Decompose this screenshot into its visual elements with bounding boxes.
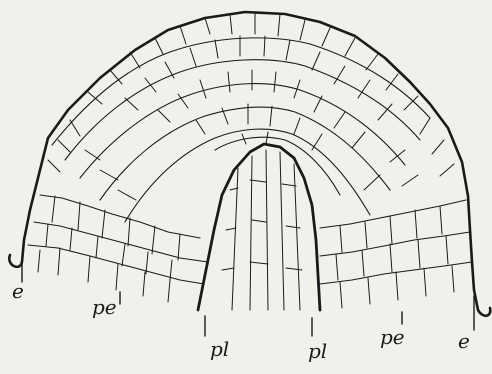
plerome-cells (222, 150, 302, 310)
label-ticks (22, 262, 474, 336)
label-plerome-left: pl (210, 337, 229, 361)
label-periblem-right: pe (380, 325, 405, 349)
plerome-arch (198, 144, 320, 310)
outer-epidermis-outline (9, 12, 490, 316)
label-epidermis-right: e (458, 329, 470, 353)
label-epidermis-left: e (12, 279, 24, 303)
label-periblem-left: pe (92, 295, 117, 319)
label-plerome-right: pl (308, 339, 327, 363)
cell-row-lines (28, 38, 472, 284)
radial-cell-walls (38, 12, 454, 308)
